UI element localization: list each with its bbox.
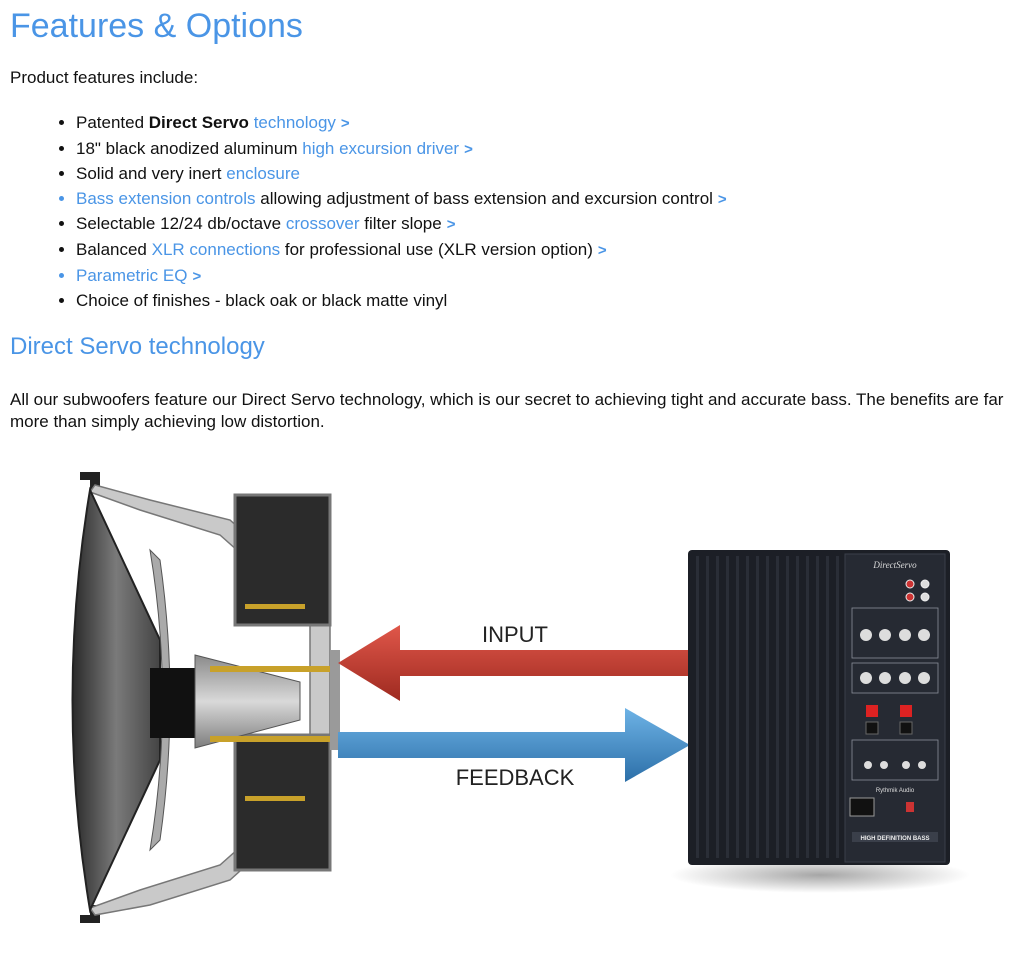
direct-servo-bold: Direct Servo	[148, 113, 249, 132]
input-arrow: INPUT	[338, 622, 690, 701]
direct-servo-diagram: INPUT FEEDBACK DirectServo	[0, 460, 1024, 953]
feature-item-crossover: Selectable 12/24 db/octave crossover fil…	[76, 212, 727, 238]
feature-item-parametric-eq: Parametric EQ>	[76, 264, 727, 290]
panel-brand: DirectServo	[872, 560, 917, 570]
page-title: Features & Options	[10, 7, 303, 45]
high-excursion-driver-link[interactable]: high excursion driver	[302, 138, 460, 158]
features-list: Patented Direct Servo technology> 18" bl…	[50, 111, 727, 314]
panel-maker: Rythmik Audio	[876, 788, 915, 794]
input-label: INPUT	[482, 622, 548, 647]
enclosure-link[interactable]: enclosure	[226, 164, 300, 184]
feature-item-bass-extension: Bass extension controls allowing adjustm…	[76, 187, 727, 213]
amplifier-module: DirectServo Rythmik Audio HIGH DEFINITIO…	[670, 550, 970, 893]
feedback-label: FEEDBACK	[456, 765, 575, 790]
diagram-svg: INPUT FEEDBACK DirectServo	[71, 472, 970, 923]
chevron-right-icon[interactable]: >	[446, 216, 456, 234]
chevron-right-icon[interactable]: >	[464, 140, 473, 158]
features-intro: Product features include:	[10, 68, 199, 87]
bass-extension-controls-link[interactable]: Bass extension controls	[76, 188, 256, 208]
chevron-right-icon[interactable]: >	[717, 190, 727, 208]
technology-link[interactable]: technology	[253, 113, 336, 132]
heatsink-fins	[696, 556, 839, 858]
xlr-connections-link[interactable]: XLR connections	[151, 239, 281, 259]
panel-footer: HIGH DEFINITION BASS	[860, 836, 929, 842]
feature-item-direct-servo: Patented Direct Servo technology>	[76, 111, 727, 137]
section-paragraph: All our subwoofers feature our Direct Se…	[10, 390, 1004, 431]
feature-item-enclosure: Solid and very inert enclosure	[76, 162, 727, 187]
feature-item-finishes: Choice of finishes - black oak or black …	[76, 289, 727, 314]
chevron-right-icon[interactable]: >	[192, 267, 202, 285]
section-heading: Direct Servo technology	[10, 333, 265, 360]
crossover-link[interactable]: crossover	[285, 214, 360, 234]
feature-item-driver: 18" black anodized aluminum high excursi…	[76, 137, 727, 163]
parametric-eq-link[interactable]: Parametric EQ	[76, 265, 188, 285]
chevron-right-icon[interactable]: >	[597, 241, 607, 259]
feedback-arrow: FEEDBACK	[338, 708, 690, 790]
speaker-driver-illustration	[71, 472, 340, 923]
chevron-right-icon[interactable]: >	[340, 115, 350, 132]
feature-item-xlr: Balanced XLR connections for professiona…	[76, 238, 727, 264]
